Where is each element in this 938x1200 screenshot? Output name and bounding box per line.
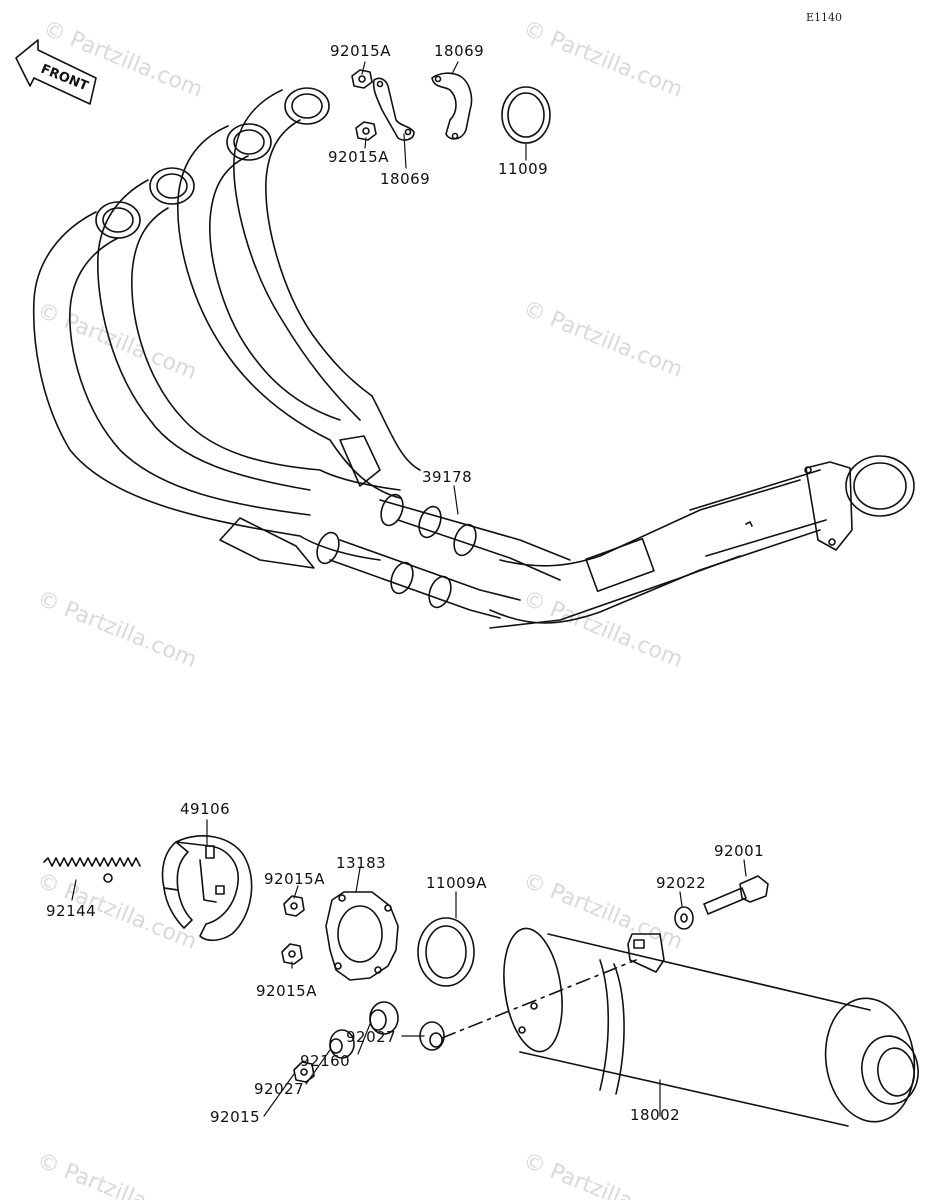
part-number-label[interactable]: 92160 — [300, 1052, 351, 1070]
nut-icon — [351, 69, 373, 89]
spring-icon — [43, 857, 141, 883]
bolt-icon — [703, 875, 769, 915]
nut-icon — [283, 895, 305, 917]
diagram-code: E1140 — [806, 11, 843, 24]
part-number-label[interactable]: 13183 — [336, 854, 387, 872]
part-number-label[interactable]: 18069 — [380, 170, 431, 188]
part-number-label[interactable]: 18002 — [630, 1106, 681, 1124]
grommet-icon — [329, 1029, 355, 1059]
gasket-ring-icon — [501, 86, 551, 144]
part-number-label[interactable]: 49106 — [180, 800, 231, 818]
part-number-label[interactable]: 18069 — [434, 42, 485, 60]
nut-icon — [281, 943, 303, 965]
muffler-icon — [503, 927, 919, 1127]
nut-icon — [293, 1061, 315, 1083]
part-number-label[interactable]: 11009A — [426, 874, 487, 892]
gasket-ring-icon — [417, 917, 475, 987]
front-arrow-icon: FRONT — [15, 39, 97, 105]
header-inlet-flanges — [95, 87, 330, 239]
clamp-plate-icon — [372, 77, 415, 141]
part-number-label[interactable]: 92001 — [714, 842, 765, 860]
part-number-label[interactable]: 92015A — [330, 42, 391, 60]
washer-icon — [674, 906, 694, 930]
part-number-label[interactable]: 92015A — [264, 870, 325, 888]
gasket-plate-icon — [325, 891, 399, 981]
part-number-label[interactable]: 92027 — [346, 1028, 397, 1046]
part-number-label[interactable]: 92015A — [256, 982, 317, 1000]
part-number-label[interactable]: 92015A — [328, 148, 389, 166]
part-number-label[interactable]: 92015 — [210, 1108, 261, 1126]
collar-icon — [369, 1001, 399, 1035]
clamp-ring-icon — [431, 72, 473, 140]
part-number-label[interactable]: 92027 — [254, 1080, 305, 1098]
exhaust-header-pipes — [32, 89, 915, 629]
part-number-label[interactable]: 92144 — [46, 902, 97, 920]
muffler-insert-icon — [161, 835, 253, 942]
nut-icon — [355, 121, 377, 141]
part-number-label[interactable]: 11009 — [498, 160, 549, 178]
part-number-label[interactable]: 39178 — [422, 468, 473, 486]
part-number-label[interactable]: 92022 — [656, 874, 707, 892]
